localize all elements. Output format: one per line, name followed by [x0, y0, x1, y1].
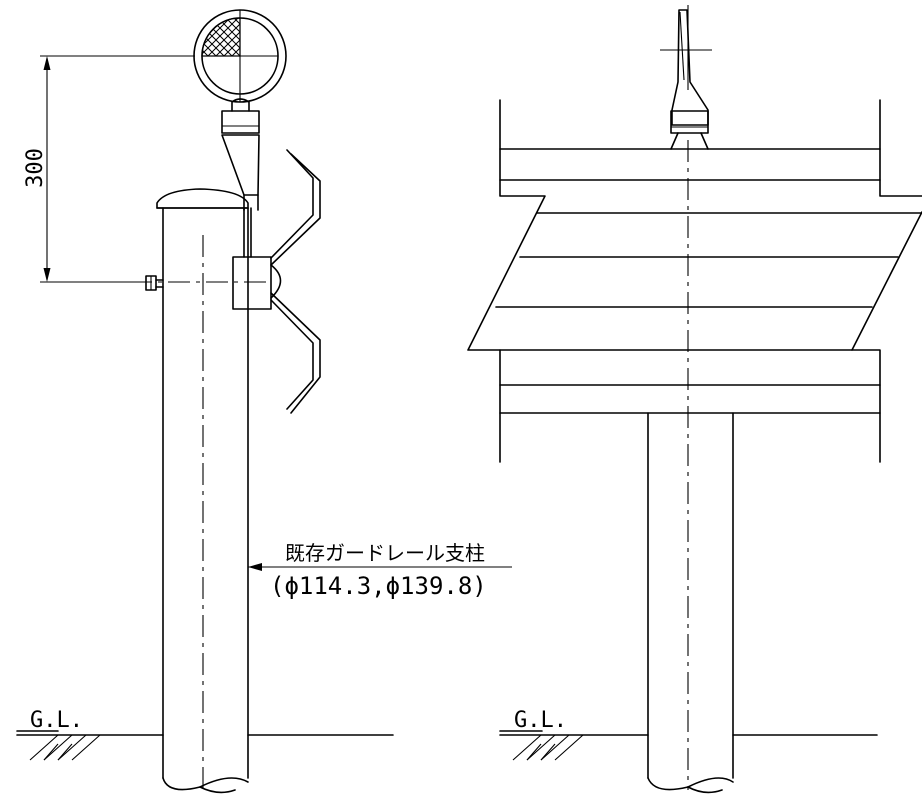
reflector-head — [193, 9, 287, 103]
clamp-bracket — [232, 207, 282, 310]
front-view: G.L. — [467, 5, 922, 794]
ground-label-right: G.L. — [514, 708, 567, 733]
guardrail-post-front — [647, 412, 734, 794]
clamp-wings — [270, 149, 321, 414]
dimension-value-300: 300 — [23, 148, 48, 188]
mounting-bolt — [145, 275, 164, 291]
ground-line-left — [16, 730, 394, 761]
callout-leader — [248, 563, 512, 571]
guardrail-beam — [467, 99, 922, 463]
dimension-300 — [40, 55, 270, 283]
delineator-stem — [221, 98, 260, 211]
ground-line-right — [499, 730, 878, 761]
callout-label: 既存ガードレール支柱 — [285, 541, 485, 565]
callout-spec: (ϕ114.3,ϕ139.8) — [270, 572, 487, 600]
reflector-profile — [660, 5, 712, 150]
side-view: 300 既存ガードレール支柱 (ϕ114.3,ϕ139.8) G.L. — [16, 9, 512, 794]
ground-label-left: G.L. — [30, 708, 83, 733]
